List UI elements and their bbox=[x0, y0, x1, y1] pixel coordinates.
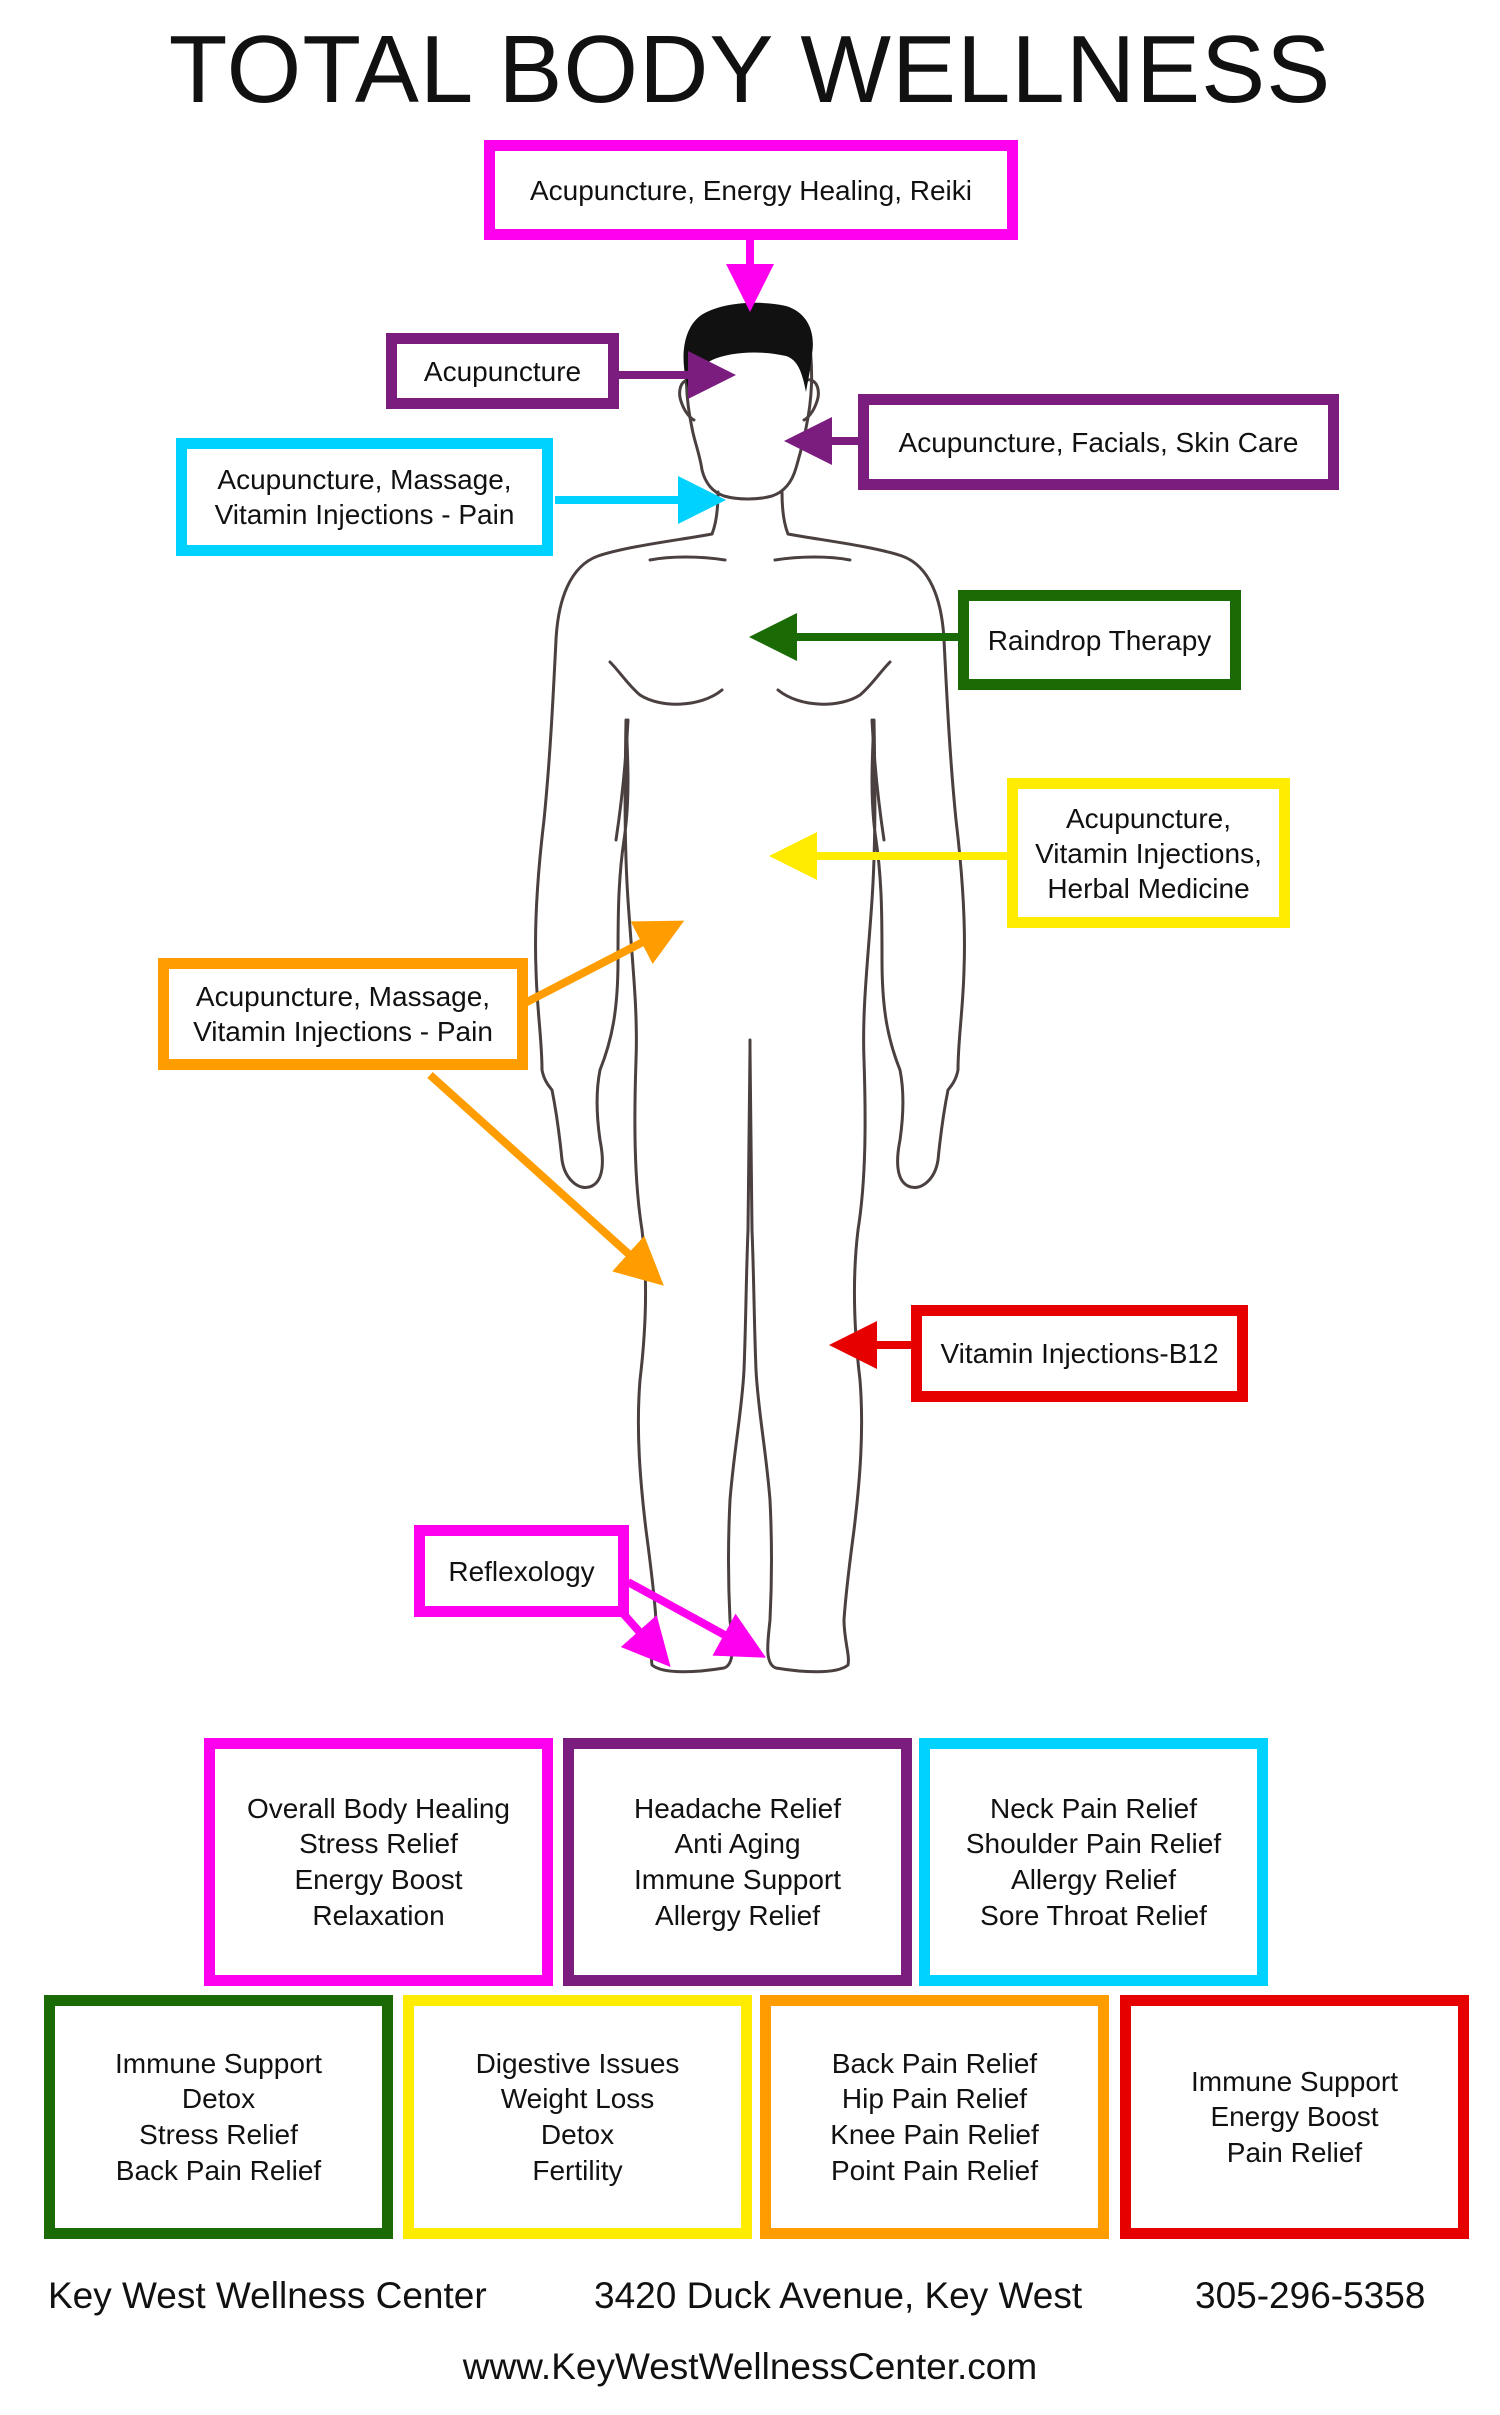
right-pec bbox=[776, 660, 892, 706]
callout-feet-text: Reflexology bbox=[448, 1555, 595, 1587]
callout-back-knee: Acupuncture, Massage, Vitamin Injections… bbox=[158, 958, 528, 1070]
callout-chest: Raindrop Therapy bbox=[958, 590, 1241, 690]
right-collarbone bbox=[773, 555, 852, 562]
body-outline bbox=[533, 532, 967, 1674]
callout-face: Acupuncture, Facials, Skin Care bbox=[858, 394, 1339, 490]
benefit-text-neck: Neck Pain Relief Shoulder Pain Relief Al… bbox=[965, 1792, 1222, 1931]
callout-abdomen: Acupuncture, Vitamin Injections, Herbal … bbox=[1007, 778, 1290, 928]
page-title: TOTAL BODY WELLNESS bbox=[168, 16, 1332, 123]
neck-right bbox=[780, 490, 790, 536]
footer-phone: 305-296-5358 bbox=[1195, 2275, 1426, 2316]
callout-head: Acupuncture bbox=[386, 333, 619, 409]
benefit-text-digestive: Digestive Issues Weight Loss Detox Ferti… bbox=[475, 2047, 680, 2186]
footer-website[interactable]: www.KeyWestWellnessCenter.com bbox=[462, 2346, 1038, 2387]
callout-head-text: Acupuncture bbox=[423, 355, 582, 387]
callout-neck-text: Acupuncture, Massage, Vitamin Injections… bbox=[214, 464, 515, 530]
callout-face-text: Acupuncture, Facials, Skin Care bbox=[898, 426, 1299, 458]
callout-leg-text: Vitamin Injections-B12 bbox=[940, 1338, 1219, 1369]
arrows bbox=[427, 236, 1014, 1667]
arrow-foot-right bbox=[626, 1578, 767, 1658]
benefit-box-immune-detox: Immune Support Detox Stress Relief Back … bbox=[44, 1995, 393, 2239]
footer-address: 3420 Duck Avenue, Key West bbox=[594, 2275, 1083, 2316]
left-pec bbox=[608, 660, 724, 706]
benefit-box-overall: Overall Body Healing Stress Relief Energ… bbox=[204, 1738, 553, 1986]
benefit-text-pain: Back Pain Relief Hip Pain Relief Knee Pa… bbox=[830, 2047, 1039, 2186]
callout-abdomen-text: Acupuncture, Vitamin Injections, Herbal … bbox=[1035, 802, 1262, 904]
callout-feet: Reflexology bbox=[414, 1525, 629, 1617]
callout-leg: Vitamin Injections-B12 bbox=[911, 1305, 1248, 1402]
left-inner-arm bbox=[614, 718, 630, 842]
benefit-text-immune-detox: Immune Support Detox Stress Relief Back … bbox=[115, 2047, 322, 2186]
benefit-box-headache: Headache Relief Anti Aging Immune Suppor… bbox=[563, 1738, 912, 1986]
callout-chest-text: Raindrop Therapy bbox=[987, 624, 1212, 656]
hair bbox=[683, 302, 813, 392]
arrow-foot-left bbox=[617, 1607, 671, 1667]
callout-head-top: Acupuncture, Energy Healing, Reiki bbox=[484, 140, 1018, 240]
callout-neck: Acupuncture, Massage, Vitamin Injections… bbox=[176, 438, 553, 556]
footer-business-name: Key West Wellness Center bbox=[48, 2275, 487, 2316]
neck-left bbox=[710, 490, 720, 536]
left-ear bbox=[678, 378, 696, 422]
arrow-knee bbox=[427, 1072, 664, 1286]
benefit-text-headache: Headache Relief Anti Aging Immune Suppor… bbox=[633, 1792, 842, 1931]
left-collarbone bbox=[648, 555, 727, 562]
benefit-box-pain: Back Pain Relief Hip Pain Relief Knee Pa… bbox=[760, 1995, 1109, 2239]
benefit-box-neck: Neck Pain Relief Shoulder Pain Relief Al… bbox=[919, 1738, 1268, 1986]
human-figure bbox=[533, 330, 967, 1674]
benefit-text-energy: Immune Support Energy Boost Pain Relief bbox=[1191, 2065, 1398, 2168]
callout-head-top-text: Acupuncture, Energy Healing, Reiki bbox=[529, 174, 972, 206]
arrow-back bbox=[523, 920, 685, 1007]
benefit-box-energy: Immune Support Energy Boost Pain Relief bbox=[1120, 1995, 1469, 2239]
right-inner-arm bbox=[870, 718, 886, 842]
callout-back-knee-text: Acupuncture, Massage, Vitamin Injections… bbox=[193, 981, 493, 1047]
benefit-text-overall: Overall Body Healing Stress Relief Energ… bbox=[246, 1792, 511, 1931]
benefit-box-digestive: Digestive Issues Weight Loss Detox Ferti… bbox=[403, 1995, 752, 2239]
